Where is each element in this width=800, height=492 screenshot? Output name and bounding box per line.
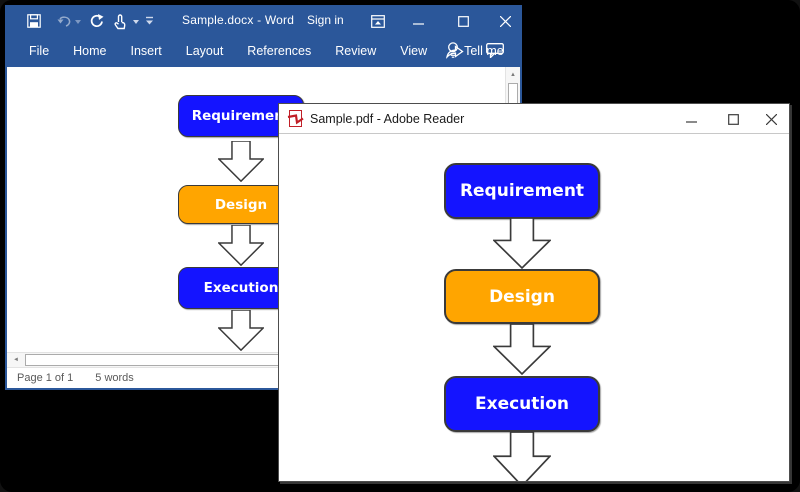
tab-file[interactable]: File <box>29 44 50 58</box>
touch-mode-dropdown-icon[interactable] <box>133 20 139 24</box>
word-count[interactable]: 5 words <box>95 372 134 384</box>
undo-dropdown-icon[interactable] <box>75 20 81 24</box>
word-close-button[interactable] <box>496 13 514 29</box>
customize-toolbar-icon[interactable] <box>145 16 154 25</box>
tab-insert[interactable]: Insert <box>130 44 162 58</box>
flowchart-box-design[interactable]: Design <box>444 269 600 324</box>
sign-in-link[interactable]: Sign in <box>307 13 344 27</box>
down-arrow-icon <box>493 218 551 269</box>
horizontal-scrollbar-thumb[interactable] <box>25 354 310 366</box>
flowchart-box-execution[interactable]: Execution <box>444 376 600 432</box>
tab-references[interactable]: References <box>247 44 312 58</box>
word-maximize-button[interactable] <box>454 13 472 29</box>
tab-view[interactable]: View <box>400 44 428 58</box>
tab-layout[interactable]: Layout <box>185 44 224 58</box>
adobe-reader-window: Sample.pdf - Adobe Reader Requirement De… <box>278 103 790 482</box>
share-icon[interactable] <box>445 43 464 62</box>
scroll-left-icon[interactable]: ◄ <box>13 357 19 363</box>
comment-icon[interactable] <box>486 43 504 61</box>
down-arrow-icon <box>218 310 264 351</box>
word-window-title: Sample.docx - Word <box>182 13 295 27</box>
down-arrow-icon <box>493 432 551 481</box>
pdf-close-button[interactable] <box>761 111 781 127</box>
flowchart-box-requirement[interactable]: Requirement <box>444 163 600 219</box>
word-ribbon-tabs: File Home Insert Layout References Revie… <box>7 35 520 67</box>
down-arrow-icon <box>218 141 264 182</box>
word-minimize-button[interactable] <box>409 13 427 29</box>
pdf-maximize-button[interactable] <box>723 111 743 127</box>
down-arrow-icon <box>493 324 551 375</box>
save-icon[interactable] <box>27 14 41 28</box>
scroll-up-icon[interactable]: ▲ <box>510 71 516 78</box>
word-titlebar: Sample.docx - Word Sign in <box>7 7 520 35</box>
pdf-window-title: Sample.pdf - Adobe Reader <box>310 111 465 126</box>
undo-icon[interactable] <box>57 14 72 28</box>
pdf-titlebar: Sample.pdf - Adobe Reader <box>279 104 789 134</box>
pdf-file-icon <box>287 110 304 127</box>
redo-repeat-icon[interactable] <box>89 14 104 29</box>
touch-mode-icon[interactable] <box>113 14 127 30</box>
pdf-content-area[interactable]: Requirement Design Execution <box>279 134 789 481</box>
tab-home[interactable]: Home <box>73 44 107 58</box>
ribbon-display-options-icon[interactable] <box>369 13 387 29</box>
tab-review[interactable]: Review <box>335 44 377 58</box>
down-arrow-icon <box>218 225 264 266</box>
pdf-minimize-button[interactable] <box>681 111 701 127</box>
page-indicator[interactable]: Page 1 of 1 <box>17 372 74 384</box>
